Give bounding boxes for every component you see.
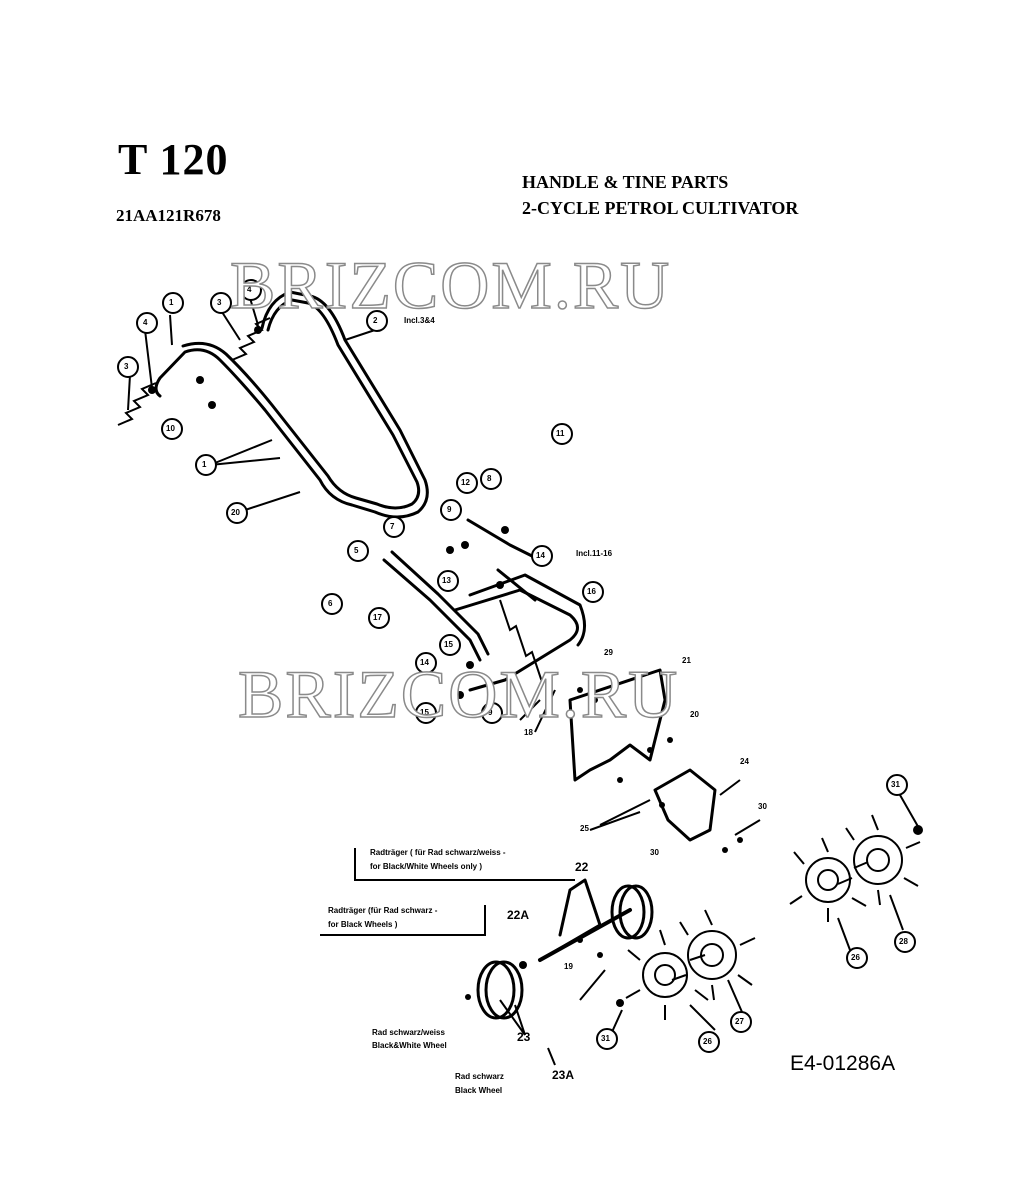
callout-15: 15 xyxy=(444,640,453,649)
spring-left xyxy=(117,382,157,426)
wheel-23-text-2: Black&White Wheel xyxy=(372,1041,447,1050)
callout-14: 14 xyxy=(536,551,545,560)
callout-11: 11 xyxy=(556,429,565,438)
callout-10: 10 xyxy=(166,424,175,433)
callout-27: 27 xyxy=(735,1017,744,1026)
label-24: 24 xyxy=(740,757,749,766)
callout-9: 9 xyxy=(447,505,452,514)
note-incl-11-16: Incl.11-16 xyxy=(576,549,613,558)
bracket-22-box xyxy=(354,848,575,881)
callout-17: 17 xyxy=(373,613,382,622)
callout-26: 26 xyxy=(851,953,860,962)
wheel-front xyxy=(476,960,516,1020)
callout-29: 29 xyxy=(604,648,613,657)
callout-25: 25 xyxy=(580,824,589,833)
callout-9b: 9 xyxy=(488,708,493,717)
callout-13: 13 xyxy=(442,576,451,585)
label-23a: 23A xyxy=(552,1068,575,1082)
callout-7: 7 xyxy=(390,522,395,531)
callout-26b: 26 xyxy=(703,1037,712,1046)
tine-frame xyxy=(453,588,579,692)
bracket-22-text-2: for Black/White Wheels only ) xyxy=(370,862,483,871)
tine-assembly-26-right xyxy=(837,814,921,906)
label-22: 22 xyxy=(575,860,589,874)
label-22a: 22A xyxy=(507,908,530,922)
callout-3: 3 xyxy=(124,362,129,371)
callout-20: 20 xyxy=(231,508,240,517)
label-21: 21 xyxy=(682,656,691,665)
wheel-bracket xyxy=(538,878,602,962)
callout-31b: 31 xyxy=(601,1034,610,1043)
wheel-23a-text-1: Rad schwarz xyxy=(455,1072,504,1081)
bracket-22a-box xyxy=(320,905,486,936)
callout-28: 28 xyxy=(899,937,908,946)
callout-16: 16 xyxy=(587,587,596,596)
callout-14b: 14 xyxy=(420,658,429,667)
callout-4b: 4 xyxy=(247,285,252,294)
model-code: 21AA121R678 xyxy=(116,206,221,225)
callout-12: 12 xyxy=(461,478,470,487)
callout-2: 2 xyxy=(373,316,378,325)
diagram-title-line2: 2-CYCLE PETROL CULTIVATOR xyxy=(522,198,799,218)
model-title: T 120 xyxy=(118,135,229,184)
wheel-23a-text-2: Black Wheel xyxy=(455,1086,503,1095)
tine-assembly-26-left xyxy=(625,929,709,1020)
diagram-title-line1: HANDLE & TINE PARTS xyxy=(522,172,729,192)
bracket-22a-text-2: for Black Wheels ) xyxy=(328,920,398,929)
callout-18: 18 xyxy=(524,728,533,737)
watermark-top: BRIZCOM.RU xyxy=(229,246,672,324)
label-23: 23 xyxy=(517,1030,531,1044)
callout-8: 8 xyxy=(487,474,492,483)
tine-assembly-27 xyxy=(671,909,756,1001)
callout-30: 30 xyxy=(650,848,659,857)
watermark-middle: BRIZCOM.RU xyxy=(237,655,680,733)
diagram-reference-code: E4-01286A xyxy=(790,1052,896,1075)
callout-15b: 15 xyxy=(420,708,429,717)
callout-5: 5 xyxy=(354,546,359,555)
callout-1b: 1 xyxy=(202,460,207,469)
callout-20b: 20 xyxy=(690,710,699,719)
callout-6: 6 xyxy=(328,599,333,608)
callout-31: 31 xyxy=(891,780,900,789)
callout-3b: 3 xyxy=(217,298,222,307)
wheel-23-text-1: Rad schwarz/weiss xyxy=(372,1028,445,1037)
label-19: 19 xyxy=(564,962,573,971)
note-incl-3-4: Incl.3&4 xyxy=(404,316,435,325)
tine-spring xyxy=(499,599,543,683)
wheel-rear xyxy=(610,884,646,940)
callout-1: 1 xyxy=(169,298,174,307)
callout-4: 4 xyxy=(143,318,148,327)
tine-assembly-28 xyxy=(789,837,869,922)
callout-30b: 30 xyxy=(758,802,767,811)
bracket-22a-text-1: Radträger (für Rad schwarz - xyxy=(328,906,438,915)
axle-housing xyxy=(653,768,717,842)
bracket-22-text-1: Radträger ( für Rad schwarz/weiss - xyxy=(370,848,506,857)
tine-hood xyxy=(568,668,667,782)
handle-stay xyxy=(382,558,482,662)
